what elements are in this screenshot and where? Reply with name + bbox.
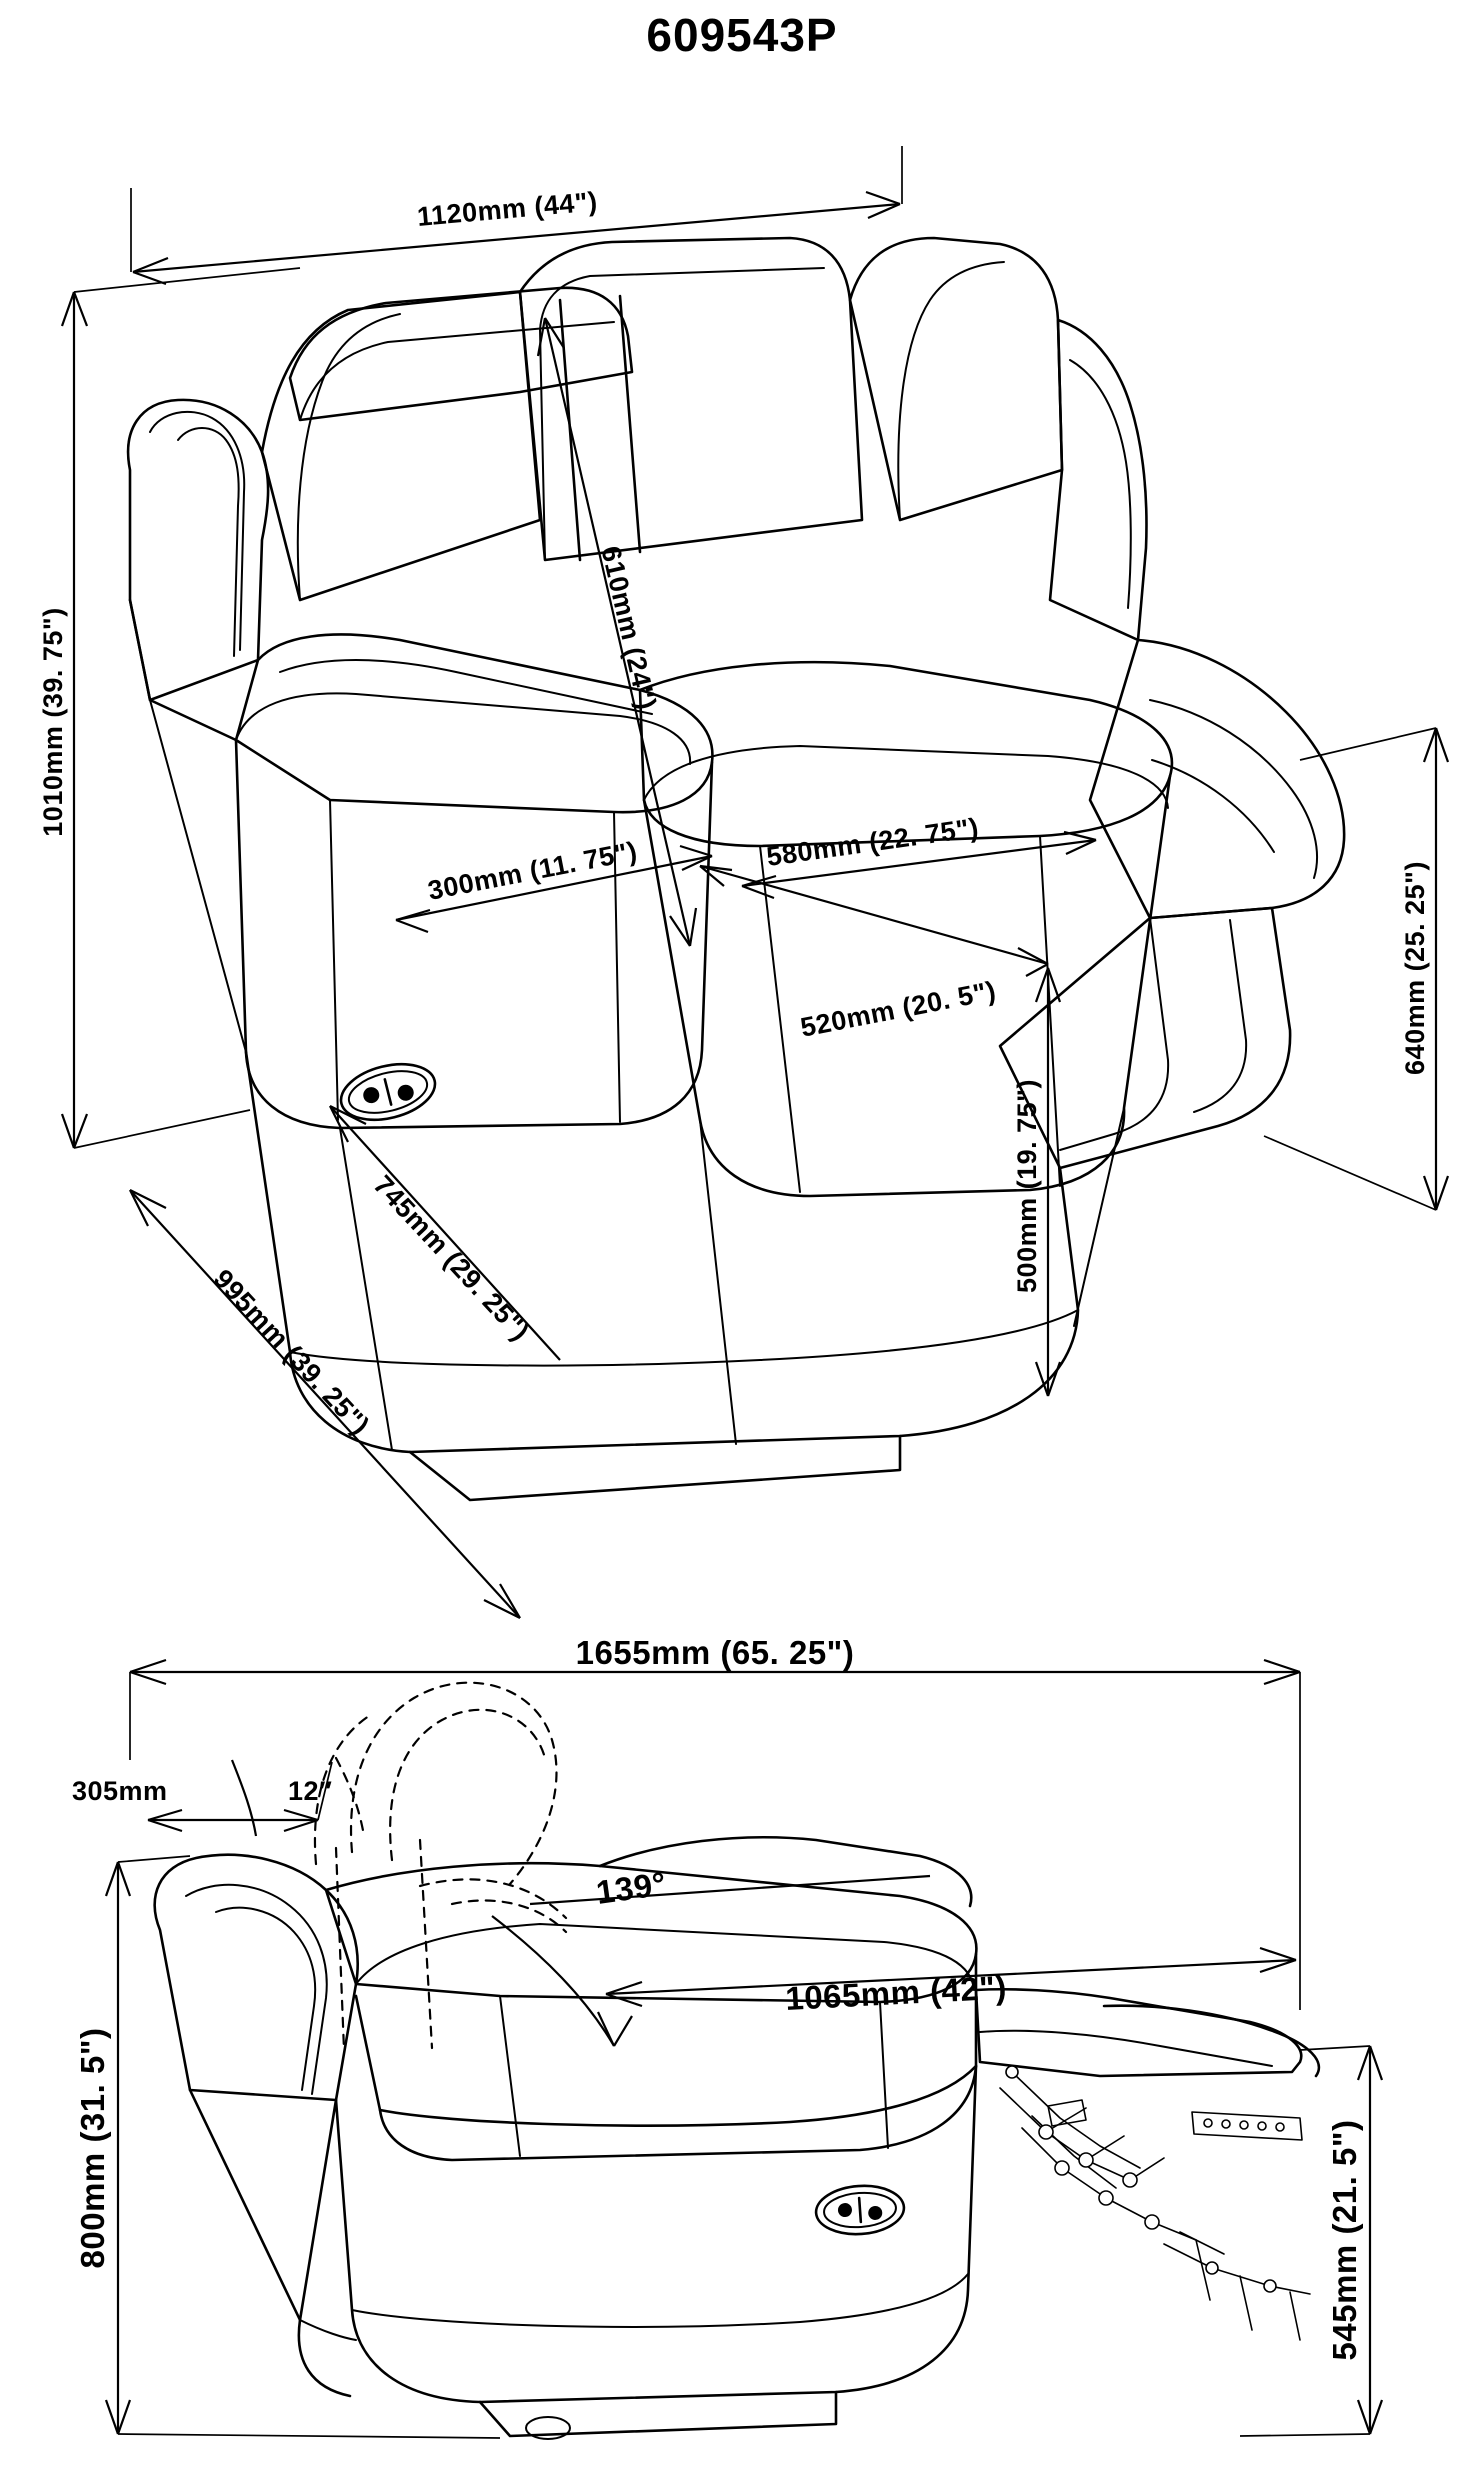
dim-label-arm-height: 640mm (25. 25") <box>1400 861 1430 1075</box>
dim-label-reclined-seat-length: 1065mm (42") <box>784 1968 1007 2017</box>
dim-label-tilt-angle: 12″ <box>288 1776 332 1806</box>
dim-label-recline-angle: 139° <box>594 1865 669 1911</box>
dim-label-seat-height: 500mm (19. 75") <box>1012 1079 1042 1293</box>
dim-label-reclined-length: 1655mm (65. 25") <box>576 1634 855 1671</box>
base-foot-glide <box>525 2416 571 2440</box>
footrest-support-bar <box>1047 2099 1303 2141</box>
dim-overall-width: 1120mm (44") <box>130 146 903 286</box>
top-view-recliner <box>126 236 1346 1502</box>
dim-label-seat-width: 580mm (22. 75") <box>765 812 981 871</box>
dim-label-overall-height: 1010mm (39. 75") <box>38 607 68 836</box>
dim-seat-depth: 520mm (20. 5") <box>699 864 1049 1043</box>
dim-label-footrest-height: 545mm (21. 5") <box>1326 2120 1363 2361</box>
dim-reclined-height: 800mm (31. 5") <box>74 1855 501 2439</box>
dim-label-depth-diagonal: 995mm (39. 25") <box>208 1264 376 1441</box>
dim-seat-height: 500mm (19. 75") <box>1012 967 1062 1397</box>
dim-label-arm-width: 300mm (11. 75") <box>425 836 639 906</box>
dim-arm-height: 640mm (25. 25") <box>1263 727 1450 1211</box>
dim-label-reclined-height: 800mm (31. 5") <box>74 2028 111 2269</box>
dim-recline-travel: 305mm <box>72 1761 333 1833</box>
dim-footrest-height: 545mm (21. 5") <box>1239 2045 1384 2437</box>
recliner-mechanism <box>999 2065 1311 2341</box>
power-control-button-top[interactable] <box>335 1055 441 1129</box>
dim-label-overall-width: 1120mm (44") <box>416 186 599 232</box>
dim-label-seat-depth: 520mm (20. 5") <box>798 976 998 1043</box>
dim-label-back-height: 610mm (24") <box>595 543 662 712</box>
dim-reclined-length: 1655mm (65. 25") <box>129 1634 1301 2010</box>
dim-label-recline-travel: 305mm <box>72 1776 168 1806</box>
dim-label-depth-front: 745mm (29. 25") <box>368 1170 536 1347</box>
page-title: 609543P <box>646 9 838 61</box>
dim-tilt-angle: 12″ <box>230 1756 366 1838</box>
bottom-view-recliner <box>153 1681 1321 2440</box>
top-view-dimensions: 1120mm (44") 1010mm (39. 75") 610mm (24"… <box>38 146 1450 1619</box>
dim-depth-front: 745mm (29. 25") <box>329 1105 561 1361</box>
power-control-button-bottom[interactable] <box>814 2183 906 2237</box>
dim-overall-height: 1010mm (39. 75") <box>38 267 301 1149</box>
